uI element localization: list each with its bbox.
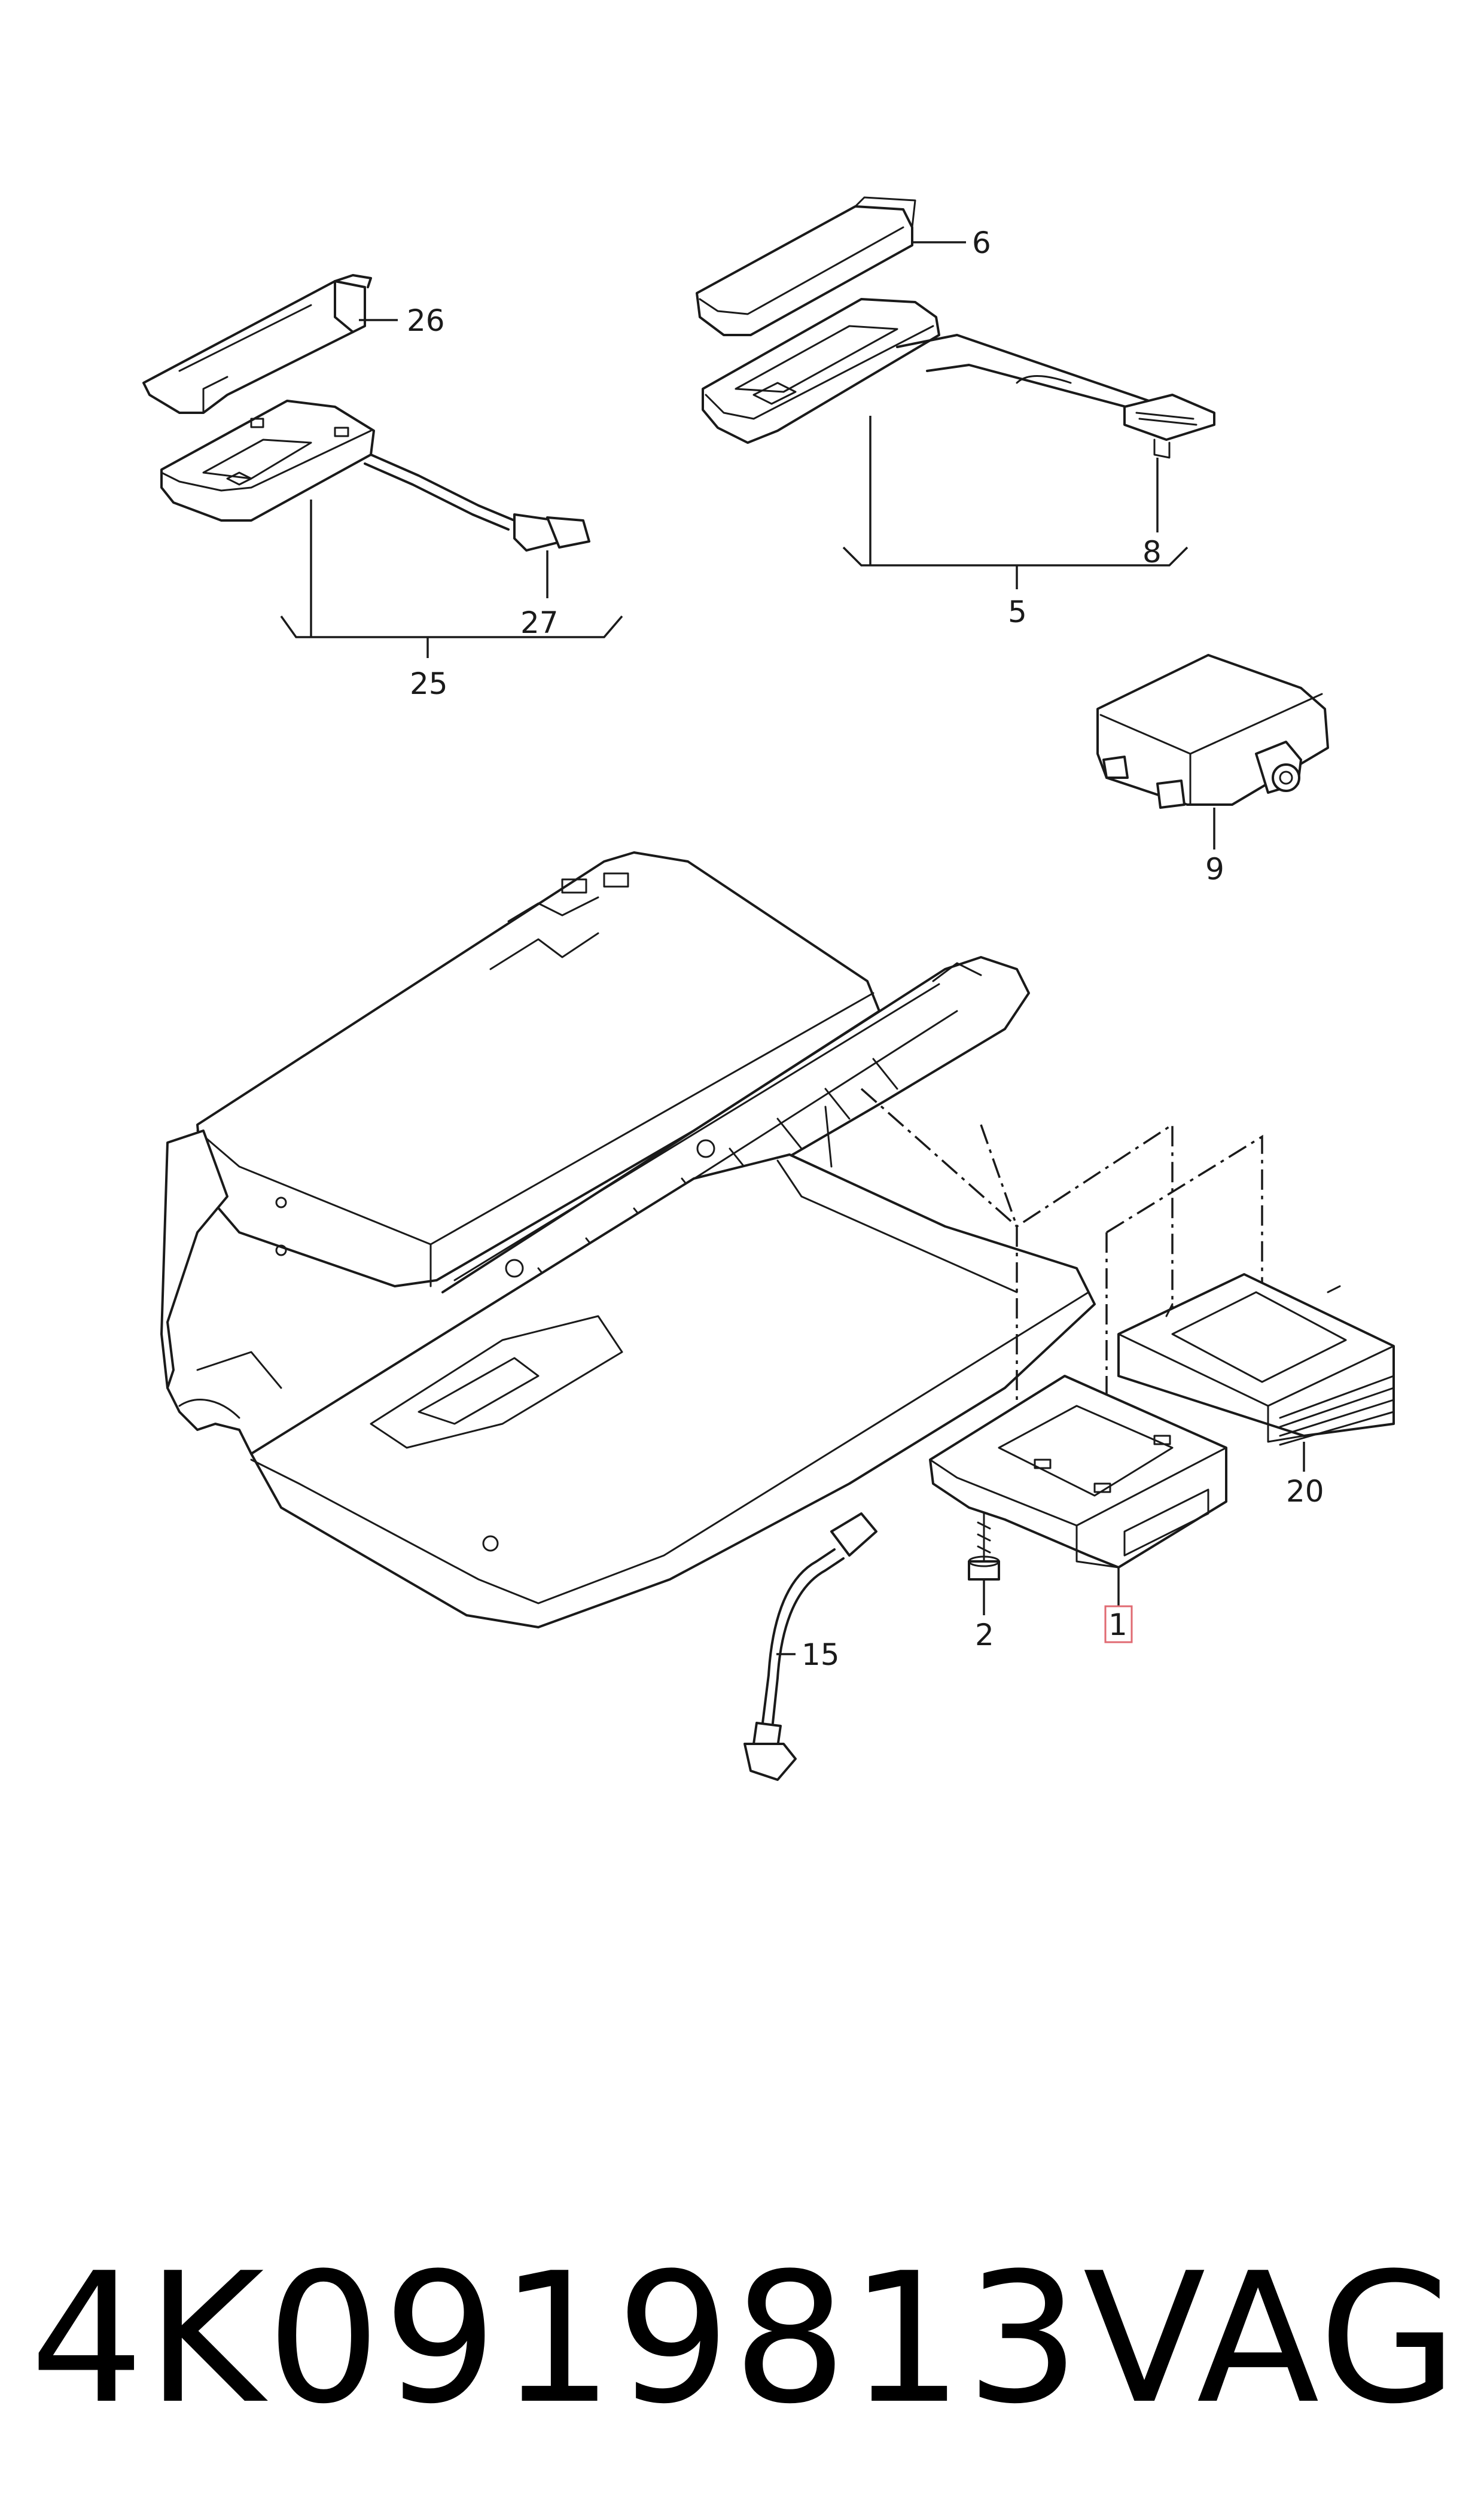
part-2-screw [968, 1512, 1000, 1581]
glovebox-lid [250, 1106, 1096, 1628]
part-8-ribbon-cable [896, 334, 1215, 459]
part-26-bracket [142, 274, 372, 414]
part-15-cable [743, 1512, 877, 1781]
callout-20: 20 [1286, 1474, 1324, 1509]
assembly-line-a [860, 1088, 1174, 1382]
part-9-antenna-module [1096, 654, 1329, 809]
callout-8: 8 [1142, 535, 1162, 570]
part-20-tray-unit [1117, 1273, 1395, 1446]
part-number: 4K0919813 [30, 2234, 1083, 2443]
assembly-line-c [1106, 1134, 1263, 1352]
footer: 4K0919813 VAG [0, 2213, 1484, 2465]
glovebox-hinge-left [166, 1351, 282, 1455]
callout-1-highlight [1104, 1605, 1133, 1643]
callout-25: 25 [410, 666, 448, 701]
brand: VAG [1083, 2234, 1460, 2443]
callout-15: 15 [802, 1637, 840, 1672]
callout-27: 27 [520, 605, 559, 640]
part-25-module [160, 400, 375, 522]
callout-6: 6 [972, 226, 991, 260]
callout-26: 26 [407, 303, 445, 338]
callout-2: 2 [975, 1618, 994, 1652]
part-1-holder [929, 1375, 1227, 1569]
part-5-module [702, 298, 940, 444]
part-6-cover [696, 196, 916, 336]
callout-9: 9 [1205, 852, 1224, 887]
callout-1: 1 [1108, 1607, 1128, 1642]
assembly-line-e [980, 1124, 1018, 1227]
part-27-connector-cable [364, 453, 590, 552]
callout-5: 5 [1008, 595, 1027, 629]
